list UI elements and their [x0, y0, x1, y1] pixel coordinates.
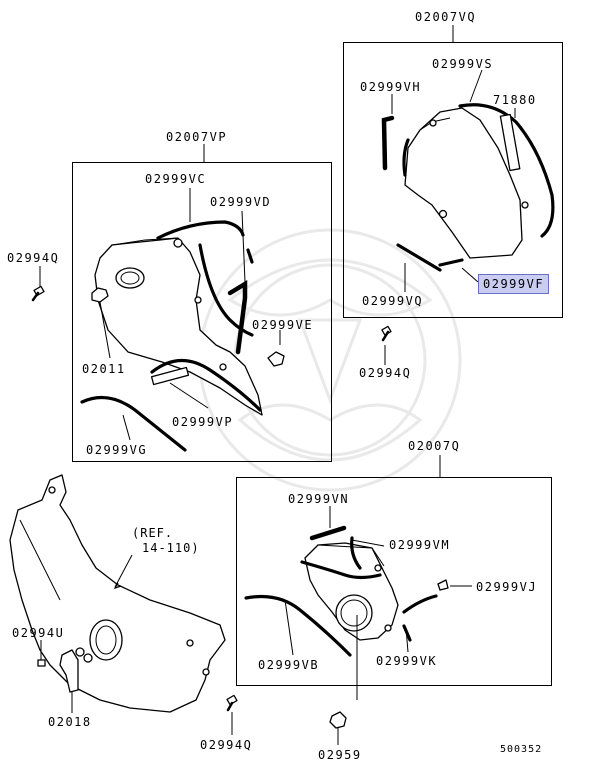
part-label-02018: 02018 [48, 715, 92, 729]
bolt-02994Q-left [31, 266, 45, 302]
bolt-02994Q-bottom [226, 694, 238, 735]
part-label-02999VH: 02999VH [360, 80, 422, 94]
bracket-02018 [37, 640, 93, 713]
part-label-02994Q-bottom: 02994Q [200, 738, 253, 752]
part-label-71880: 71880 [493, 93, 537, 107]
part-label-02999VJ: 02999VJ [476, 580, 538, 594]
part-label-02959: 02959 [318, 748, 362, 762]
part-label-02999VB: 02999VB [258, 658, 320, 672]
rear-plate-ref-14-110 [9, 474, 226, 713]
reference-label-line-2: 14-110) [142, 541, 200, 555]
front-upper-cover [80, 144, 285, 452]
reference-label-line-1: (REF. [132, 526, 174, 540]
part-label-02999VP: 02999VP [172, 415, 234, 429]
part-label-02999VN: 02999VN [288, 492, 350, 506]
part-label-02011: 02011 [82, 362, 126, 376]
rear-upper-cover [381, 69, 555, 292]
part-label-02999VC: 02999VC [145, 172, 207, 186]
group-box-lower-cover [236, 477, 552, 686]
part-label-02994Q-left: 02994Q [7, 251, 60, 265]
group-label-02007Q: 02007Q [408, 439, 461, 453]
group-box-rear-upper-cover [343, 42, 563, 318]
group-label-02007VQ: 02007VQ [415, 10, 477, 24]
part-label-02999VQ-top: 02999VQ [362, 294, 424, 308]
diagram-id: 500352 [500, 744, 543, 755]
group-box-front-upper-cover [72, 162, 332, 462]
part-label-02999VG: 02999VG [86, 443, 148, 457]
part-label-02994U: 02994U [12, 626, 65, 640]
bolt-02994Q-middle [381, 325, 392, 365]
part-label-02994Q-middle: 02994Q [359, 366, 412, 380]
lower-cover [244, 506, 472, 700]
nut-02959 [329, 711, 347, 745]
part-label-02999VM: 02999VM [389, 538, 451, 552]
part-label-02999VD: 02999VD [210, 195, 272, 209]
part-label-02999VK: 02999VK [376, 654, 438, 668]
part-label-02999VF[interactable]: 02999VF [478, 274, 550, 294]
group-label-02007VP: 02007VP [166, 130, 228, 144]
part-label-02999VE: 02999VE [252, 318, 314, 332]
part-label-02999VS: 02999VS [432, 57, 494, 71]
